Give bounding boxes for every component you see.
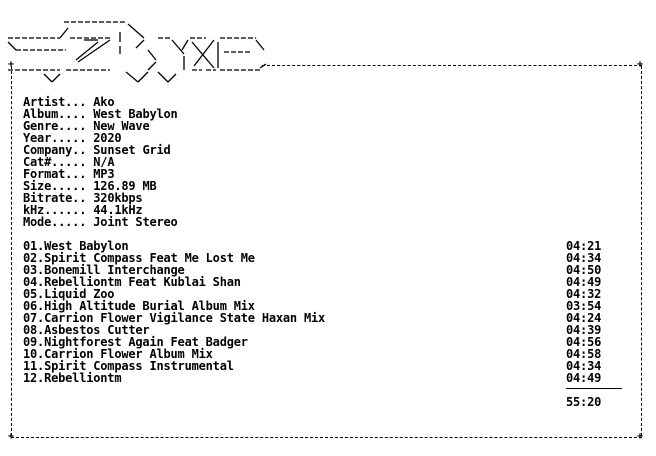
track-title: 12.Rebelliontm (23, 371, 122, 385)
info-key: Format... (23, 167, 87, 181)
track-row: 08.Asbestos Cutter 04:39 (23, 324, 623, 336)
track-duration: 03:54 (566, 299, 602, 313)
track-title: 11.Spirit Compass Instrumental (23, 359, 234, 373)
track-title: 07.Carrion Flower Vigilance State Haxan … (23, 311, 326, 325)
track-duration: 04:58 (566, 347, 602, 361)
info-key: kHz...... (23, 203, 87, 217)
info-value: New Wave (93, 119, 150, 133)
track-title: 04.Rebelliontm Feat Kublai Shan (23, 275, 241, 289)
info-key: Artist... (23, 95, 87, 109)
info-value: N/A (93, 155, 115, 169)
info-row: Mode..... Joint Stereo (23, 216, 178, 228)
track-title: 08.Asbestos Cutter (23, 323, 150, 337)
track-duration: 04:21 (566, 239, 602, 253)
track-row: 01.West Babylon 04:21 (23, 240, 623, 252)
track-duration: 04:34 (566, 359, 602, 373)
track-title: 02.Spirit Compass Feat Me Lost Me (23, 251, 255, 265)
info-value: Joint Stereo (93, 215, 178, 229)
track-row: 02.Spirit Compass Feat Me Lost Me 04:34 (23, 252, 623, 264)
track-title: 01.West Babylon (23, 239, 129, 253)
track-row: 05.Liquid Zoo 04:32 (23, 288, 623, 300)
track-duration: 04:39 (566, 323, 602, 337)
track-duration: 04:24 (566, 311, 602, 325)
info-key: Bitrate.. (23, 191, 87, 205)
track-title: 09.Nightforest Again Feat Badger (23, 335, 248, 349)
track-duration: 04:50 (566, 263, 602, 277)
info-value: 2020 (93, 131, 122, 145)
info-value: West Babylon (93, 107, 178, 121)
total-separator (566, 388, 622, 389)
track-row: 11.Spirit Compass Instrumental 04:34 (23, 360, 623, 372)
track-duration: 04:34 (566, 251, 602, 265)
info-value: MP3 (93, 167, 115, 181)
track-duration: 04:56 (566, 335, 602, 349)
frame-corner-top-right: + (637, 59, 644, 70)
track-duration: 04:49 (566, 275, 602, 289)
info-value: Ako (93, 95, 115, 109)
info-row: Year..... 2020 (23, 132, 178, 144)
info-key: Mode..... (23, 215, 87, 229)
info-value: 44.1kHz (93, 203, 143, 217)
info-key: Company.. (23, 143, 87, 157)
frame-corner-bottom-right: + (637, 431, 644, 442)
info-value: Sunset Grid (93, 143, 171, 157)
track-row: 10.Carrion Flower Album Mix 04:58 (23, 348, 623, 360)
info-value: 126.89 MB (93, 179, 157, 193)
frame-right-border (641, 66, 642, 436)
info-key: Album.... (23, 107, 87, 121)
track-duration: 04:32 (566, 287, 602, 301)
frame-corner-top-left: + (8, 59, 15, 70)
track-duration: 04:49 (566, 371, 602, 385)
info-row: kHz...... 44.1kHz (23, 204, 178, 216)
info-key: Genre.... (23, 119, 87, 133)
track-row: 06.High Altitude Burial Album Mix 03:54 (23, 300, 623, 312)
track-row: 12.Rebelliontm 04:49 (23, 372, 623, 384)
info-key: Size..... (23, 179, 87, 193)
info-value: 320kbps (93, 191, 143, 205)
track-row: 03.Bonemill Interchange 04:50 (23, 264, 623, 276)
info-key: Cat#..... (23, 155, 87, 169)
info-key: Year..... (23, 131, 87, 145)
info-row: Genre.... New Wave (23, 120, 178, 132)
info-row: Artist... Ako (23, 96, 178, 108)
info-row: Cat#..... N/A (23, 156, 178, 168)
frame-left-border (11, 66, 12, 436)
total-duration: 55:20 (566, 395, 602, 409)
track-row: 07.Carrion Flower Vigilance State Haxan … (23, 312, 623, 324)
info-row: Format... MP3 (23, 168, 178, 180)
info-row: Company.. Sunset Grid (23, 144, 178, 156)
track-title: 10.Carrion Flower Album Mix (23, 347, 213, 361)
ascii-art-logo (7, 21, 267, 83)
info-row: Size..... 126.89 MB (23, 180, 178, 192)
track-title: 03.Bonemill Interchange (23, 263, 185, 277)
track-row: 04.Rebelliontm Feat Kublai Shan 04:49 (23, 276, 623, 288)
frame-top-border (262, 65, 642, 66)
info-row: Bitrate.. 320kbps (23, 192, 178, 204)
info-row: Album.... West Babylon (23, 108, 178, 120)
track-title: 05.Liquid Zoo (23, 287, 115, 301)
track-row: 09.Nightforest Again Feat Badger 04:56 (23, 336, 623, 348)
frame-bottom-border (11, 437, 642, 438)
frame-corner-bottom-left: + (8, 431, 15, 442)
track-title: 06.High Altitude Burial Album Mix (23, 299, 255, 313)
